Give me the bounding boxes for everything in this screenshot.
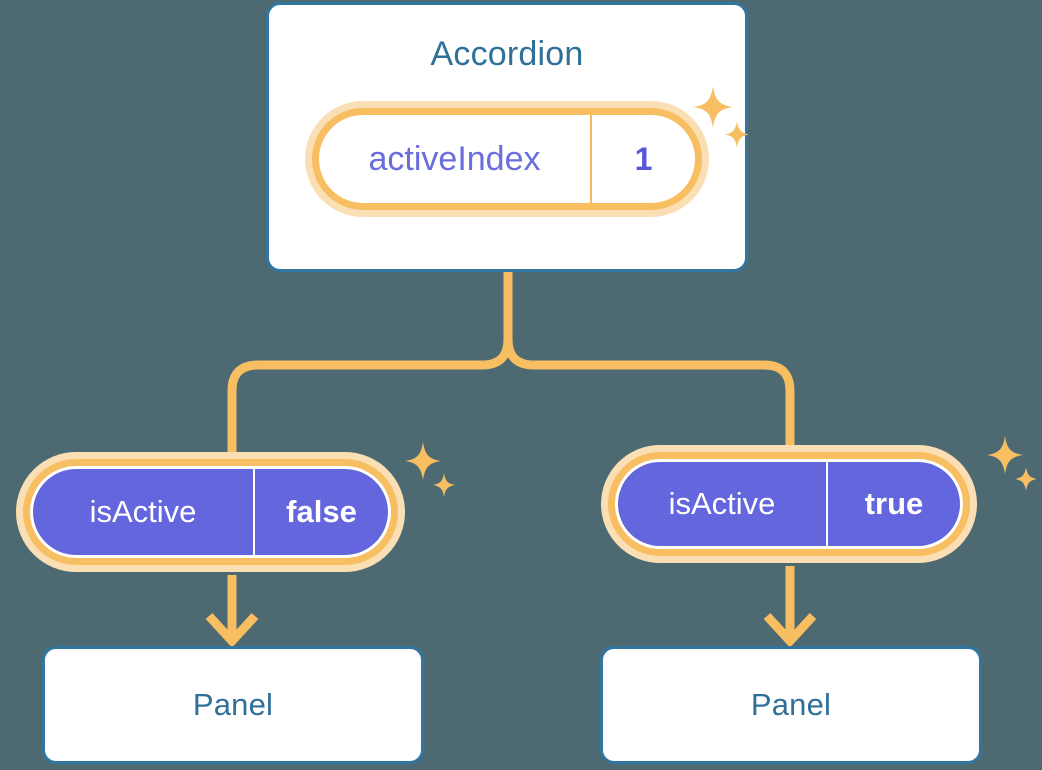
state-value-active-index: 1 — [634, 140, 653, 177]
arrow-down-icon-left — [205, 575, 259, 648]
component-title-accordion: Accordion — [430, 35, 584, 73]
component-title-panel-right: Panel — [750, 687, 832, 722]
arrow-down-icon-right — [763, 566, 817, 648]
connector-fork-path — [227, 267, 513, 475]
component-title-panel-left: Panel — [192, 687, 274, 722]
state-value-is-active-left: false — [286, 494, 357, 529]
component-card-panel-left[interactable]: Panel — [42, 646, 424, 764]
state-pill-inner: activeIndex 1 — [319, 115, 695, 203]
state-pill-active-index[interactable]: activeIndex 1 — [312, 108, 702, 210]
state-value-is-active-right: true — [864, 486, 924, 521]
sparkle-icon-left — [405, 442, 455, 497]
state-pill-is-active-false[interactable]: isActive false — [23, 459, 398, 565]
state-pill-inner: isActive true — [618, 462, 960, 546]
state-key-is-active-right: isActive — [618, 462, 828, 546]
state-pill-is-active-true[interactable]: isActive true — [608, 452, 970, 556]
component-card-panel-right[interactable]: Panel — [600, 646, 982, 764]
state-key-is-active-left: isActive — [33, 469, 255, 555]
connector-fork-path-right — [503, 334, 795, 475]
state-pill-inner: isActive false — [33, 469, 388, 555]
state-key-active-index: activeIndex — [319, 115, 592, 203]
sparkle-icon-right — [987, 436, 1037, 491]
